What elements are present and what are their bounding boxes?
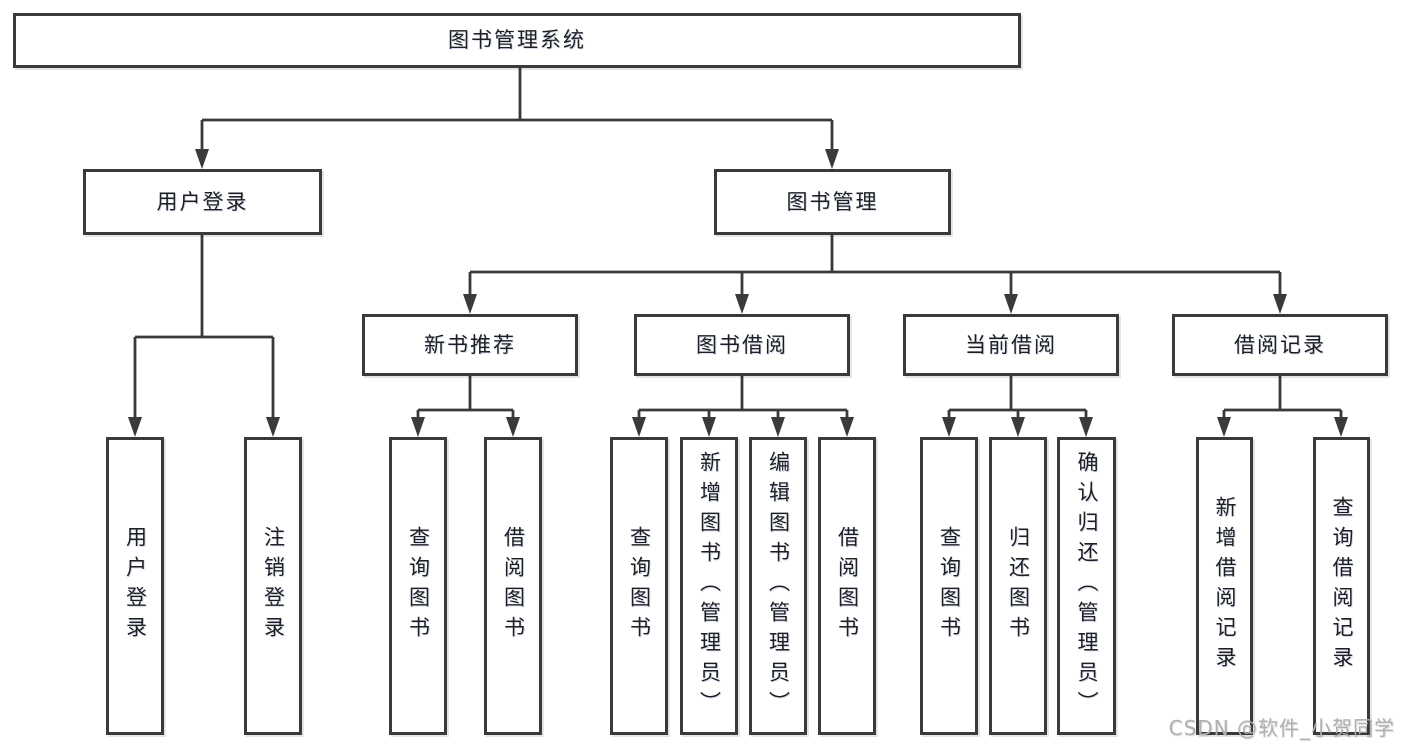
- arrowhead-icon: [1011, 417, 1025, 437]
- arrowhead-icon: [463, 294, 477, 314]
- leaf-recommend-query-books: 查询图书: [389, 437, 447, 735]
- node-new-book-recommend: 新书推荐: [362, 314, 578, 376]
- leaf-user-login: 用户登录: [106, 437, 164, 735]
- node-user-login: 用户登录: [83, 169, 322, 235]
- arrowhead-icon: [840, 417, 854, 437]
- connector-path: [133, 68, 1343, 419]
- leaf-records-query-borrow-record: 查询借阅记录: [1313, 437, 1370, 735]
- arrowhead-icon: [771, 417, 785, 437]
- leaf-borrow-add-books-admin: 新增图书（管理员）: [680, 437, 738, 735]
- arrowhead-icons: [128, 149, 1348, 437]
- leaf-borrow-edit-books-admin: 编辑图书（管理员）: [749, 437, 807, 735]
- leaf-logout: 注销登录: [244, 437, 302, 735]
- node-current-borrow: 当前借阅: [903, 314, 1119, 376]
- watermark: CSDN @软件_小贺同学: [1168, 716, 1395, 740]
- arrowhead-icon: [1004, 294, 1018, 314]
- node-borrow-records: 借阅记录: [1172, 314, 1388, 376]
- arrowhead-icon: [702, 417, 716, 437]
- arrowhead-icon: [128, 417, 142, 437]
- arrowhead-icon: [1273, 294, 1287, 314]
- arrowhead-icon: [632, 417, 646, 437]
- arrowhead-icon: [195, 149, 209, 169]
- arrowhead-icon: [506, 417, 520, 437]
- arrowhead-icon: [411, 417, 425, 437]
- arrowhead-icon: [735, 294, 749, 314]
- arrowhead-icon: [266, 417, 280, 437]
- arrowhead-icon: [942, 417, 956, 437]
- node-book-borrow: 图书借阅: [634, 314, 850, 376]
- leaf-current-query-books: 查询图书: [920, 437, 978, 735]
- arrowhead-icon: [825, 149, 839, 169]
- arrowhead-icon: [1079, 417, 1093, 437]
- leaf-borrow-borrow-books: 借阅图书: [818, 437, 876, 735]
- leaf-recommend-borrow-books: 借阅图书: [484, 437, 542, 735]
- leaf-borrow-query-books: 查询图书: [610, 437, 668, 735]
- leaf-current-return-books: 归还图书: [989, 437, 1047, 735]
- node-book-management: 图书管理: [714, 169, 951, 235]
- leaf-records-add-borrow-record: 新增借阅记录: [1196, 437, 1253, 735]
- leaf-current-confirm-return-admin: 确认归还（管理员）: [1057, 437, 1116, 735]
- node-root-library-management-system: 图书管理系统: [13, 13, 1021, 68]
- arrowhead-icon: [1217, 417, 1231, 437]
- arrowhead-icon: [1334, 417, 1348, 437]
